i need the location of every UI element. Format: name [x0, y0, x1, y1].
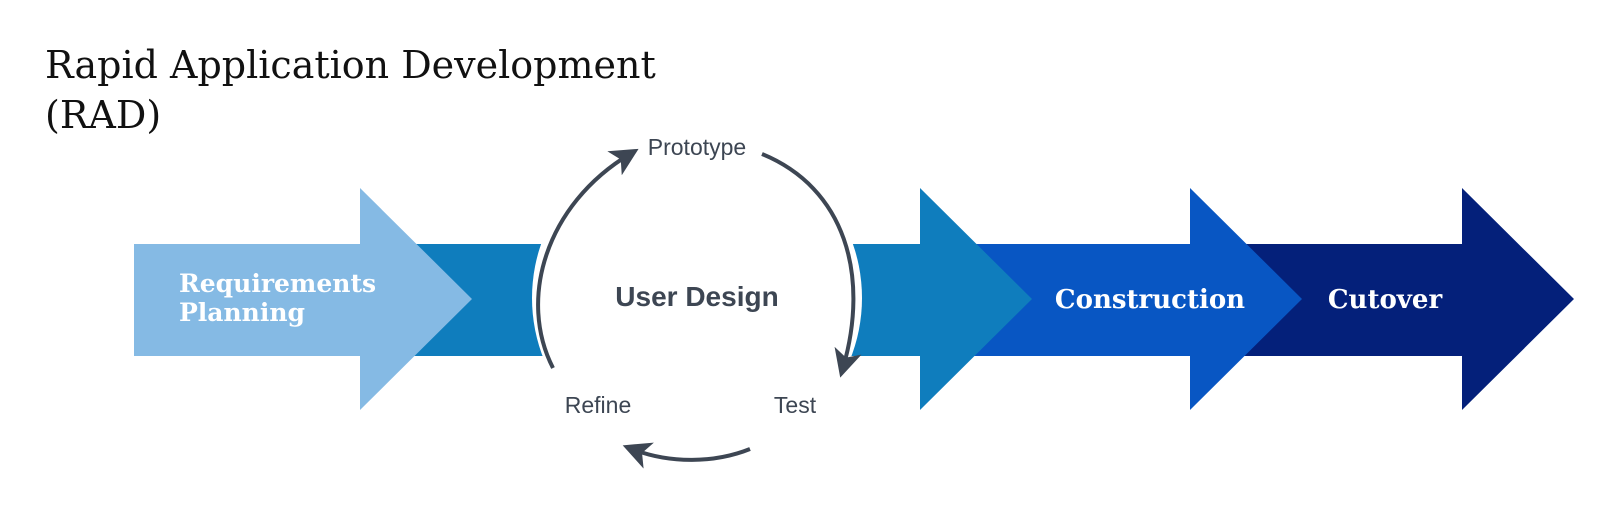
diagram-title: Rapid Application Development (RAD): [45, 40, 656, 140]
design-cycle-circle: [532, 133, 862, 463]
title-line-1: Rapid Application Development: [45, 43, 656, 87]
cycle-arrow-prototype-to-test: [761, 152, 862, 378]
prototype-label: Prototype: [648, 134, 746, 160]
requirements-planning-arrow: [134, 188, 472, 410]
test-label: Test: [774, 392, 817, 418]
title-line-2: (RAD): [45, 93, 162, 137]
user-design-label: User Design: [615, 281, 778, 312]
construction-label: Construction: [1055, 285, 1245, 315]
refine-label: Refine: [565, 392, 631, 418]
cycle-arrow-refine-to-prototype: [536, 148, 639, 369]
construction-arrow: [890, 188, 1302, 410]
cutover-label: Cutover: [1328, 285, 1443, 315]
cycle-arrow-test-to-refine: [622, 442, 751, 469]
requirements-label-line-2: Planning: [179, 298, 305, 327]
cutover-arrow: [1160, 188, 1574, 410]
requirements-label-line-1: Requirements: [179, 269, 376, 298]
